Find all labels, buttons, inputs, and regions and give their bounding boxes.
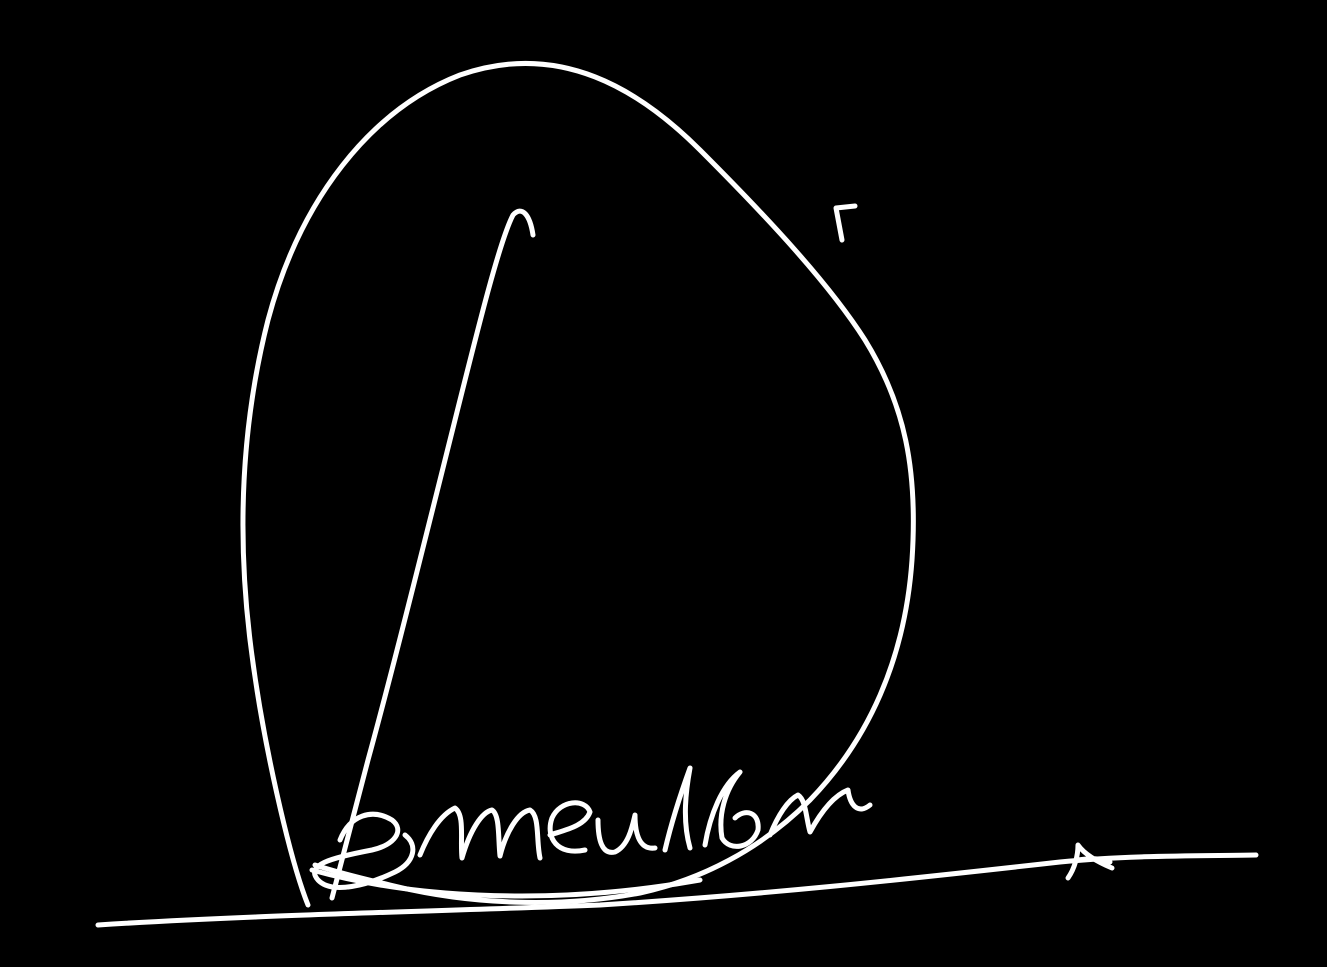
signature-underline-flourish bbox=[309, 867, 703, 899]
signature-diagonal-stroke bbox=[329, 208, 536, 901]
signature-end-mark bbox=[1065, 842, 1115, 881]
signature-loop-stroke bbox=[240, 60, 916, 908]
signature-small-tick bbox=[833, 203, 858, 243]
signature-baseline bbox=[95, 852, 1259, 928]
signature-cursive-letters bbox=[312, 765, 873, 890]
